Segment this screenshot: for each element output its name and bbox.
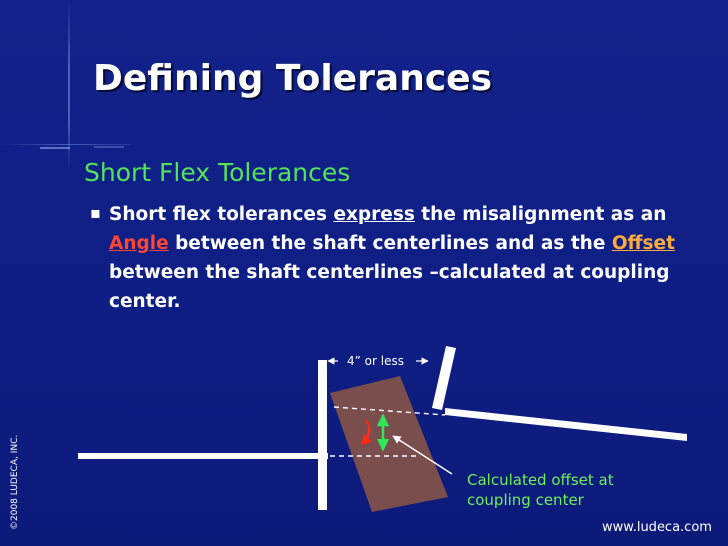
offset-pointer-icon [392,435,453,475]
bullet-text-part: Short flex tolerances [109,204,334,225]
slide-title: Defining Tolerances [93,58,493,99]
angle-link[interactable]: Angle [109,233,169,254]
website-link[interactable]: www.ludeca.com [602,520,712,535]
decorative-dash [40,147,70,149]
express-link[interactable]: express [333,204,415,225]
slide-subtitle: Short Flex Tolerances [84,158,351,187]
left-shaft [78,360,328,510]
bullet-text-part: between the shaft centerlines –calculate… [109,262,670,312]
offset-link[interactable]: Offset [611,233,675,254]
angle-arrow-icon [360,419,373,446]
bullet-marker-icon: ▪ [90,203,101,222]
right-centerline-extension [333,406,446,416]
bullet-text-part: the misalignment as an [414,204,667,225]
right-shaft [432,346,687,441]
distance-label: 4” or less [347,354,404,368]
offset-note-label: Calculated offset at coupling center [467,471,614,509]
copyright-text: ©2008 LUDECA, INC. [10,434,20,530]
decorative-vertical-line [68,0,70,170]
decorative-horizontal-line [0,144,130,145]
coupling-body [330,376,448,512]
decorative-dash [94,146,124,148]
bullet-text: Short flex tolerances express the misali… [109,200,699,316]
bullet-text-part: between the shaft centerlines and as the [168,233,612,254]
